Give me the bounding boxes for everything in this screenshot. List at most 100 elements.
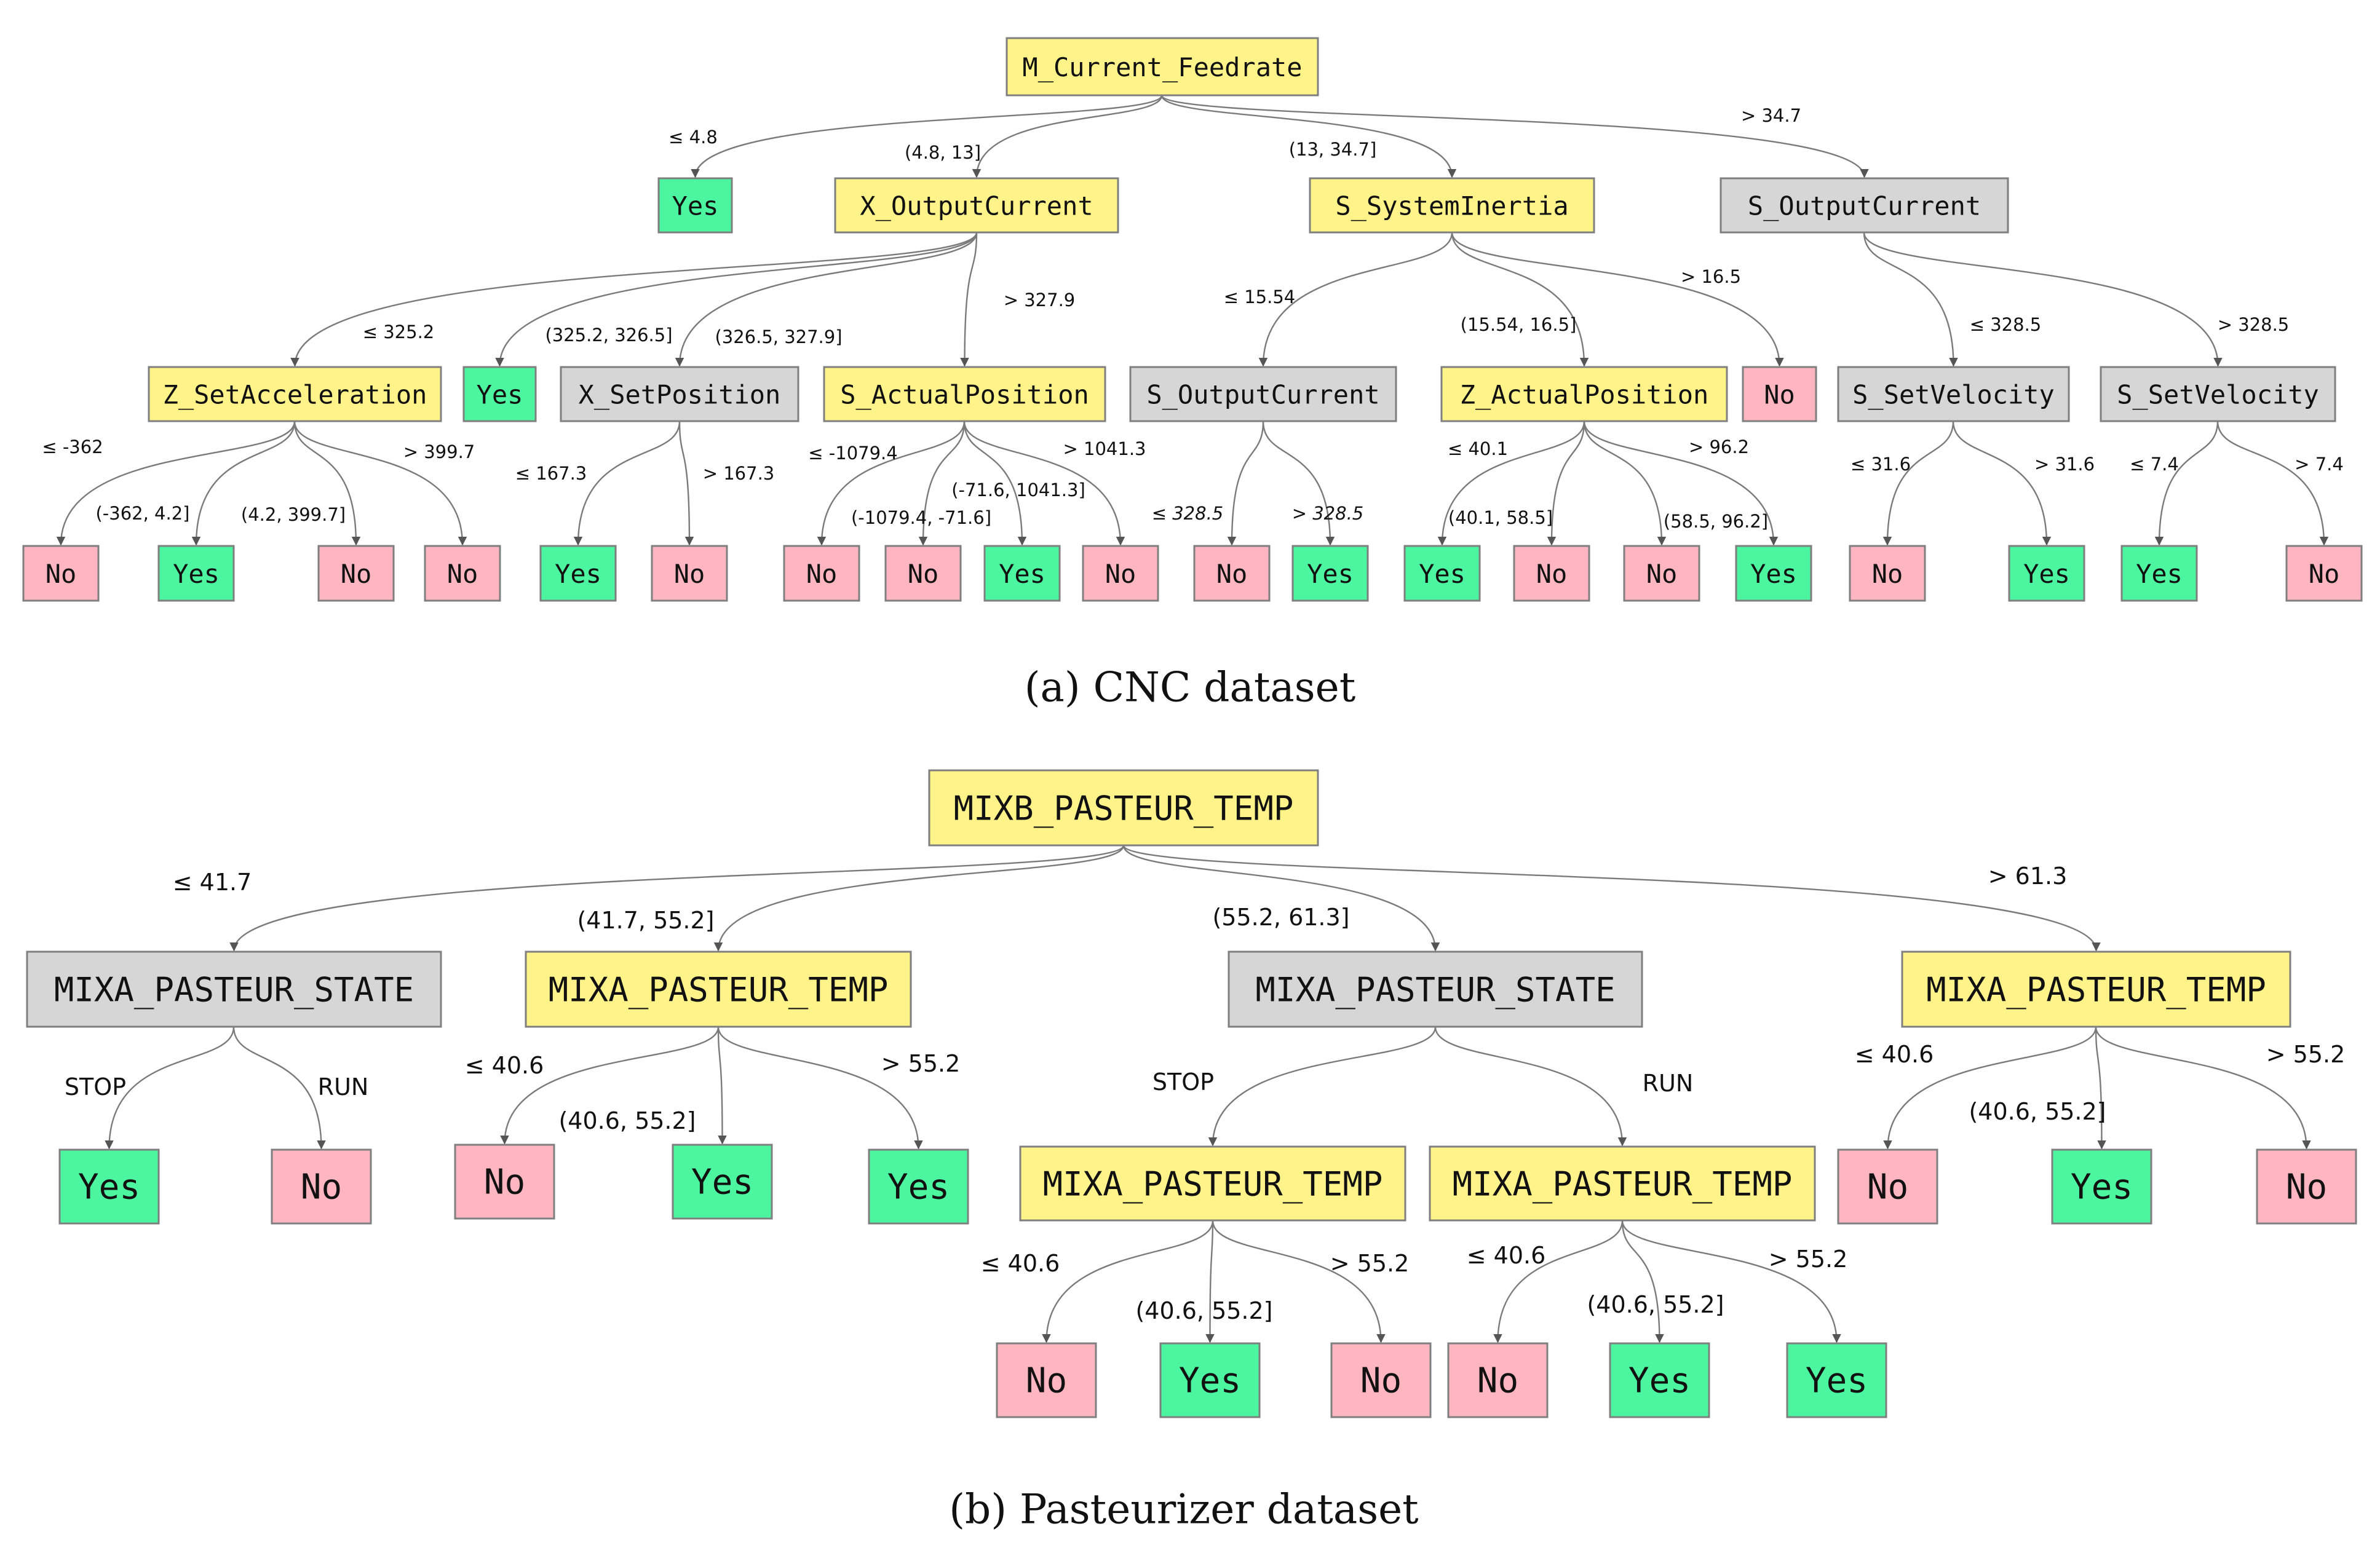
edge-label: (-362, 4.2] xyxy=(95,503,189,524)
leaf-no-node: No xyxy=(1623,545,1700,602)
edge-label: (15.54, 16.5] xyxy=(1461,314,1577,335)
leaf-no-node: No xyxy=(1193,545,1271,602)
node-label: No xyxy=(1646,559,1678,589)
node-box xyxy=(462,366,537,422)
tree-edge xyxy=(963,421,1027,546)
tree-edge xyxy=(963,421,1125,546)
edge-label: ≤ 328.5 xyxy=(1152,503,1224,524)
leaf-no-node: No xyxy=(454,1144,555,1220)
node-label: Yes xyxy=(477,380,523,410)
node-label: MIXB_PASTEUR_TEMP xyxy=(954,789,1294,828)
node-box xyxy=(1837,1148,1938,1225)
leaf-no-node: No xyxy=(783,545,860,602)
tree-edge xyxy=(293,421,467,546)
node-label: No xyxy=(1216,559,1248,589)
leaf-no-node: No xyxy=(1742,366,1817,422)
node-label: S_OutputCurrent xyxy=(1146,380,1379,410)
tree-edge xyxy=(1208,1026,1437,1147)
split-node: MIXA_PASTEUR_STATE xyxy=(26,950,442,1028)
caption-pasteurizer: (b) Pasteurizer dataset xyxy=(949,1486,1418,1533)
node-label: No xyxy=(1026,1361,1067,1401)
split-node: S_SetVelocity xyxy=(2100,366,2336,422)
edge-label: (4.8, 13] xyxy=(905,142,981,163)
leaf-no-node: No xyxy=(1849,545,1926,602)
edge-label: (40.6, 55.2] xyxy=(1135,1297,1272,1324)
tree-edge xyxy=(2216,421,2329,546)
node-label: Yes xyxy=(2071,1168,2133,1207)
leaf-yes-node: Yes xyxy=(2120,545,2198,602)
split-node: S_OutputCurrent xyxy=(1720,177,2009,234)
tree-edge xyxy=(713,845,1125,952)
node-label: S_SystemInertia xyxy=(1335,191,1568,221)
tree-edge xyxy=(1122,845,1440,952)
leaf-no-node: No xyxy=(1330,1342,1432,1418)
edge-label: > 167.3 xyxy=(703,463,775,484)
edge-label: (40.6, 55.2] xyxy=(558,1107,696,1134)
node-label: MIXA_PASTEUR_TEMP xyxy=(1043,1165,1383,1204)
node-box xyxy=(317,545,395,602)
edge-label: (-71.6, 1041.3] xyxy=(951,480,1085,500)
tree-edge xyxy=(1122,845,2101,952)
node-label: Yes xyxy=(1750,559,1797,589)
edge-label: > 55.2 xyxy=(1769,1246,1848,1273)
edge-label: STOP xyxy=(65,1073,126,1100)
leaf-yes-node: Yes xyxy=(672,1144,773,1220)
node-box xyxy=(884,545,962,602)
tree-edge xyxy=(1205,1220,1215,1343)
edge-label: ≤ -1079.4 xyxy=(808,443,897,464)
node-box xyxy=(1513,545,1590,602)
tree-edge xyxy=(1434,1026,1627,1147)
edge-label: ≤ 15.54 xyxy=(1224,286,1296,307)
edge-label: (40.1, 58.5] xyxy=(1448,507,1553,528)
edge-label: > 31.6 xyxy=(2034,454,2095,475)
node-box xyxy=(560,366,799,422)
node-box xyxy=(2256,1148,2357,1225)
node-box xyxy=(26,950,442,1028)
node-box xyxy=(783,545,860,602)
tree-edge xyxy=(1451,232,1784,367)
node-label: Yes xyxy=(1419,559,1466,589)
tree-edge xyxy=(817,421,966,546)
node-label: Yes xyxy=(672,191,719,221)
split-node: M_Current_Feedrate xyxy=(1006,37,1319,97)
node-box xyxy=(657,177,733,234)
edge-label: > 327.9 xyxy=(1004,290,1076,310)
node-box xyxy=(2051,1148,2152,1225)
edge-label: ≤ 40.6 xyxy=(1855,1041,1934,1068)
edge-label: ≤ 40.6 xyxy=(981,1250,1060,1277)
leaf-no-node: No xyxy=(2285,545,2363,602)
split-node: MIXA_PASTEUR_TEMP xyxy=(525,950,912,1028)
edge-label: ≤ 328.5 xyxy=(1970,314,2042,335)
node-label: No xyxy=(301,1168,342,1207)
tree-edge xyxy=(678,421,694,546)
leaf-yes-node: Yes xyxy=(1786,1342,1887,1418)
node-box xyxy=(1330,1342,1432,1418)
node-box xyxy=(651,545,728,602)
tree-edge xyxy=(1227,421,1264,546)
node-label: S_SetVelocity xyxy=(2117,380,2319,410)
split-node: X_SetPosition xyxy=(560,366,799,422)
node-label: MIXA_PASTEUR_TEMP xyxy=(1926,971,2266,1010)
tree-edge xyxy=(960,232,978,367)
edge-label: ≤ 167.3 xyxy=(515,463,587,484)
edge-label: > 399.7 xyxy=(403,441,475,462)
node-label: Yes xyxy=(1307,559,1354,589)
tree-edge xyxy=(918,421,966,546)
tree-edge xyxy=(2095,1026,2106,1150)
node-box xyxy=(928,769,1319,847)
node-label: No xyxy=(674,559,705,589)
node-box xyxy=(1849,545,1926,602)
leaf-no-node: No xyxy=(271,1148,372,1225)
node-box xyxy=(1720,177,2009,234)
leaf-yes-node: Yes xyxy=(58,1148,160,1225)
tree-edge xyxy=(2095,1026,2311,1150)
split-node: MIXB_PASTEUR_TEMP xyxy=(928,769,1319,847)
edge-label: ≤ -362 xyxy=(42,437,103,457)
node-box xyxy=(1609,1342,1710,1418)
edge-label: (41.7, 55.2] xyxy=(577,907,714,934)
node-label: No xyxy=(1536,559,1568,589)
tree-edge xyxy=(229,845,1125,952)
edge-label: (40.6, 55.2] xyxy=(1587,1291,1724,1318)
tree-edge xyxy=(1952,421,2052,546)
